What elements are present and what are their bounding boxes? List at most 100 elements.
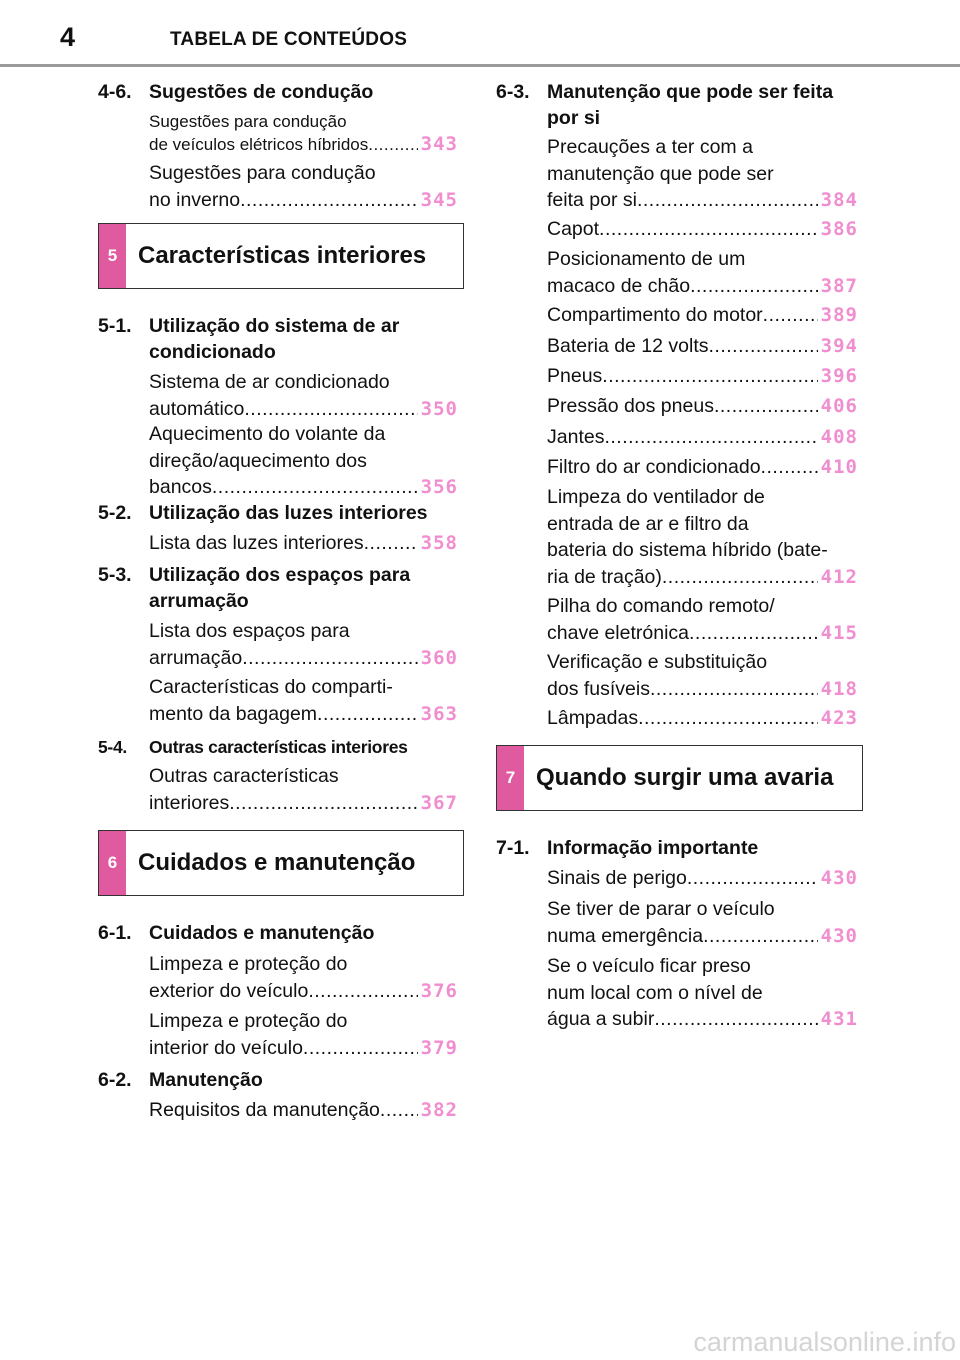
page-number: 4: [60, 22, 76, 52]
toc-entry[interactable]: Jantes408: [547, 424, 858, 451]
leader-dots: [638, 705, 818, 732]
chapter-box-5[interactable]: 5 Características interiores: [98, 223, 464, 289]
section-number: 5-3.: [98, 564, 132, 586]
page-ref[interactable]: 358: [420, 532, 458, 554]
leader-dots: [654, 1006, 817, 1033]
watermark: carmanualsonline.info: [693, 1327, 956, 1357]
toc-section-5-1[interactable]: 5-1. Utilização do sistema de ar condici…: [98, 313, 462, 365]
toc-entry[interactable]: Se o veículo ficar preso num local com o…: [547, 953, 858, 1033]
page-ref[interactable]: 356: [420, 476, 458, 498]
chapter-title: Cuidados e manutenção: [138, 849, 416, 876]
toc-entry[interactable]: Capot386: [547, 216, 858, 243]
section-title: Utilização do sistema de ar: [149, 315, 400, 337]
toc-section-4-6[interactable]: 4-6. Sugestões de condução: [98, 79, 462, 105]
entry-text: Limpeza do ventilador de: [547, 486, 765, 508]
entry-text: numa emergência: [547, 924, 704, 947]
chapter-box-6[interactable]: 6 Cuidados e manutenção: [98, 830, 464, 896]
toc-entry[interactable]: Lista das luzes interiores358: [149, 530, 458, 557]
toc-entry[interactable]: Outras características interiores367: [149, 763, 458, 816]
page-ref[interactable]: 431: [820, 1008, 858, 1030]
page-ref[interactable]: 345: [420, 188, 458, 211]
entry-text: Limpeza e proteção do: [149, 1010, 348, 1032]
page-ref[interactable]: 430: [820, 867, 858, 889]
toc-entry[interactable]: Sugestões para condução de veículos elét…: [149, 110, 458, 156]
leader-dots: [303, 1035, 418, 1062]
chapter-tab: 5: [99, 224, 126, 288]
page-ref[interactable]: 423: [820, 707, 858, 729]
entry-text: bancos: [149, 476, 212, 498]
page-ref[interactable]: 343: [420, 133, 458, 155]
toc-entry[interactable]: Características do comparti- mento da ba…: [149, 674, 458, 727]
section-title: Sugestões de condução: [149, 81, 374, 103]
toc-entry[interactable]: Pilha do comando remoto/ chave eletrónic…: [547, 593, 858, 646]
page-ref[interactable]: 394: [820, 335, 858, 357]
toc-entry[interactable]: Pneus 396: [547, 363, 858, 390]
page-ref[interactable]: 415: [820, 621, 858, 644]
entry-text: Pneus: [547, 365, 603, 387]
toc-entry[interactable]: Limpeza e proteção do interior do veícul…: [149, 1008, 458, 1061]
page-ref[interactable]: 430: [820, 924, 858, 947]
entry-text: Sugestões para condução: [149, 112, 347, 131]
entry-text: entrada de ar e filtro da: [547, 512, 749, 535]
page-ref[interactable]: 412: [820, 565, 858, 588]
entry-text: Pressão dos pneus: [547, 395, 714, 417]
toc-entry[interactable]: Requisitos da manutenção382: [149, 1097, 458, 1124]
page-ref[interactable]: 360: [420, 646, 458, 669]
leader-dots: [690, 273, 818, 300]
page-ref[interactable]: 376: [420, 979, 458, 1002]
page-ref[interactable]: 384: [820, 189, 858, 211]
page-ref[interactable]: 389: [820, 304, 858, 326]
leader-dots: [599, 216, 818, 243]
toc-entry[interactable]: Compartimento do motor389: [547, 302, 858, 329]
toc-section-6-1[interactable]: 6-1. Cuidados e manutenção: [98, 920, 462, 946]
entry-text: bateria do sistema híbrido (bate-: [547, 539, 828, 561]
leader-dots: [212, 474, 418, 501]
page-ref[interactable]: 386: [820, 218, 858, 240]
page-ref[interactable]: 363: [420, 702, 458, 725]
entry-text: Pilha do comando remoto/: [547, 595, 775, 617]
entry-text: no inverno: [149, 188, 241, 211]
toc-section-7-1[interactable]: 7-1. Informação importante: [496, 835, 862, 861]
page-ref[interactable]: 350: [420, 397, 458, 420]
toc-entry[interactable]: Verificação e substituição dos fusíveis4…: [547, 649, 858, 702]
chapter-box-7[interactable]: 7 Quando surgir uma avaria: [496, 745, 863, 811]
page-ref[interactable]: 406: [820, 395, 858, 417]
page-ref[interactable]: 410: [820, 456, 858, 478]
toc-section-6-3[interactable]: 6-3. Manutenção que pode ser feita por s…: [496, 79, 862, 131]
leader-dots: [308, 978, 417, 1005]
toc-entry[interactable]: Sistema de ar condicionado automático350: [149, 369, 458, 422]
chapter-title: Quando surgir uma avaria: [536, 764, 834, 791]
page-ref[interactable]: 396: [820, 365, 858, 387]
toc-entry[interactable]: Lista dos espaços para arrumação360: [149, 618, 458, 671]
page-ref[interactable]: 408: [820, 426, 858, 448]
page-ref[interactable]: 418: [820, 677, 858, 700]
leader-dots: [380, 1097, 418, 1124]
entry-text: exterior do veículo: [149, 979, 309, 1002]
leader-dots: [242, 645, 417, 672]
toc-entry[interactable]: Limpeza do ventilador de entrada de ar e…: [547, 484, 858, 590]
toc-section-5-3[interactable]: 5-3. Utilização dos espaços para arrumaç…: [98, 562, 462, 614]
page-ref[interactable]: 387: [820, 274, 858, 297]
entry-text: Filtro do ar condicionado: [547, 456, 761, 478]
toc-entry[interactable]: Bateria de 12 volts394: [547, 333, 858, 360]
toc-section-5-4[interactable]: 5-4. Outras características interiores: [98, 734, 462, 760]
page-ref[interactable]: 367: [420, 791, 458, 814]
page-ref[interactable]: 379: [420, 1036, 458, 1059]
entry-text: chave eletrónica: [547, 621, 690, 644]
toc-section-6-2[interactable]: 6-2. Manutenção: [98, 1067, 462, 1093]
toc-entry[interactable]: Se tiver de parar o veículo numa emergên…: [547, 896, 858, 949]
toc-entry[interactable]: Posicionamento de um macaco de chão387: [547, 246, 858, 299]
toc-entry[interactable]: Sugestões para condução no inverno345: [149, 160, 458, 213]
toc-entry[interactable]: Filtro do ar condicionado 410: [547, 454, 858, 481]
leader-dots: [650, 676, 818, 703]
toc-entry[interactable]: Lâmpadas423: [547, 705, 858, 732]
page-ref[interactable]: 382: [420, 1099, 458, 1121]
entry-text: Outras características: [149, 765, 339, 787]
section-number: 6-2.: [98, 1069, 132, 1091]
toc-entry[interactable]: Aquecimento do volante da direção/aqueci…: [149, 421, 458, 501]
toc-entry[interactable]: Sinais de perigo430: [547, 865, 858, 892]
toc-entry[interactable]: Pressão dos pneus 406: [547, 393, 858, 420]
toc-entry[interactable]: Precauções a ter com a manutenção que po…: [547, 134, 858, 214]
toc-section-5-2[interactable]: 5-2. Utilização das luzes interiores: [98, 500, 462, 526]
toc-entry[interactable]: Limpeza e proteção do exterior do veícul…: [149, 951, 458, 1004]
